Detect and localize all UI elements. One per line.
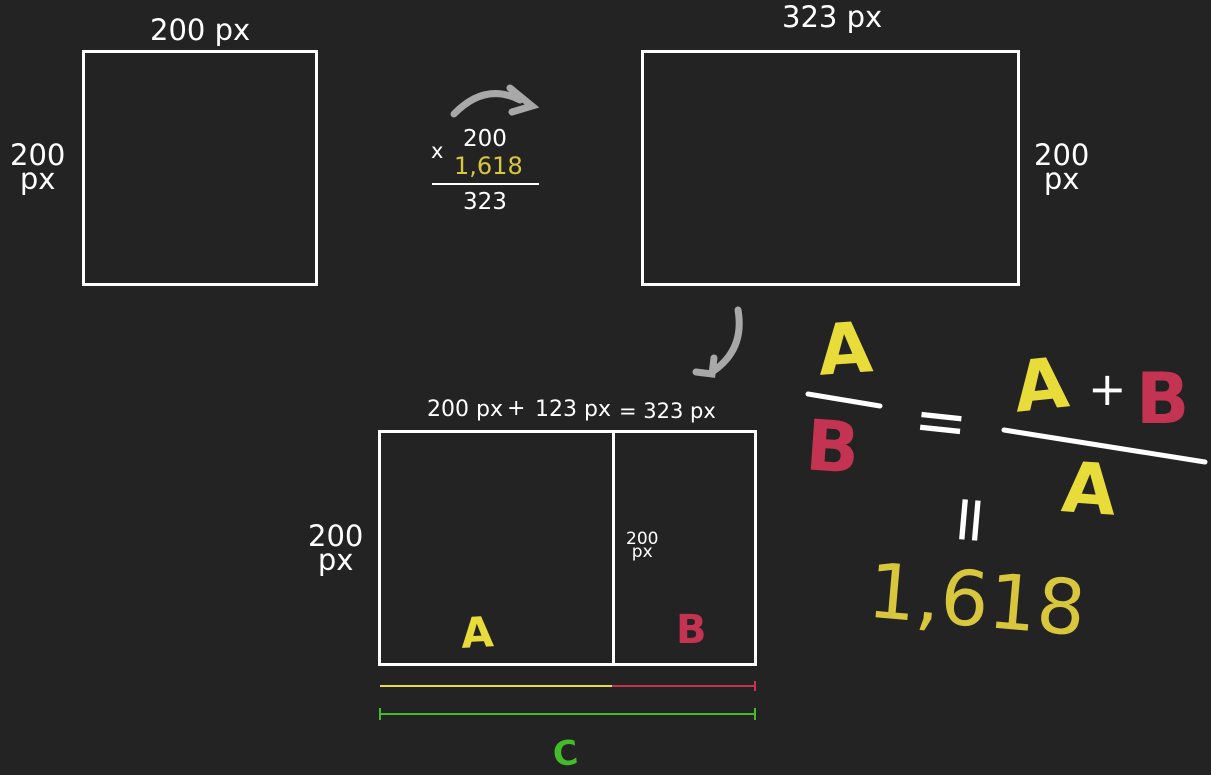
square-side-label: 200 px — [10, 138, 66, 196]
calc-x-sign: x — [431, 139, 444, 163]
rectangle-box — [641, 50, 1020, 286]
split-sum-part2: 123 px — [535, 397, 611, 422]
split-side-label: 200 px — [308, 519, 364, 577]
formula-ratio: 1,618 — [864, 545, 1090, 654]
calc-factor: 1,618 — [454, 152, 523, 180]
split-inner-unit: px — [631, 542, 653, 562]
formula-lhs-denominator: B — [803, 404, 863, 490]
split-sum-part1: 200 px — [427, 397, 503, 422]
formula-rhs-numerator-a: A — [1009, 341, 1073, 429]
split-box-b — [612, 430, 757, 666]
formula-rhs-numerator-b: B — [1136, 358, 1190, 440]
rectangle-top-label: 323 px — [782, 0, 883, 34]
formula-rhs-plus: + — [1088, 362, 1127, 416]
formula-lhs-fraction-bar — [805, 391, 883, 409]
split-inner-number: 200 — [626, 529, 659, 549]
calc-result: 323 — [463, 189, 507, 215]
calc-divider-line — [432, 183, 539, 185]
square-side-unit: px — [19, 162, 56, 196]
calc-multiplicand: 200 — [463, 126, 507, 152]
split-inner-label: 200 px — [626, 529, 659, 562]
formula-equals-vertical: = — [931, 490, 1011, 550]
split-label-b: B — [676, 607, 707, 653]
formula-equals: = — [910, 382, 972, 462]
formula-rhs-denominator: A — [1059, 446, 1119, 532]
square-side-number: 200 — [10, 138, 66, 172]
split-side-unit: px — [317, 543, 354, 577]
rectangle-side-unit: px — [1043, 162, 1080, 196]
split-sum-total: = 323 px — [619, 399, 716, 423]
square-box — [82, 50, 318, 286]
curved-arrow-right-icon — [450, 84, 540, 118]
square-top-label: 200 px — [150, 13, 251, 47]
curved-arrow-down-icon — [692, 306, 743, 378]
formula-lhs-numerator: A — [815, 306, 875, 392]
split-side-number: 200 — [308, 519, 364, 553]
rectangle-side-label: 200 px — [1034, 138, 1090, 196]
formula-rhs-fraction-bar — [1001, 427, 1208, 465]
split-label-c: C — [550, 732, 580, 775]
split-sum-plus: + — [507, 396, 526, 421]
rectangle-side-number: 200 — [1034, 138, 1090, 172]
